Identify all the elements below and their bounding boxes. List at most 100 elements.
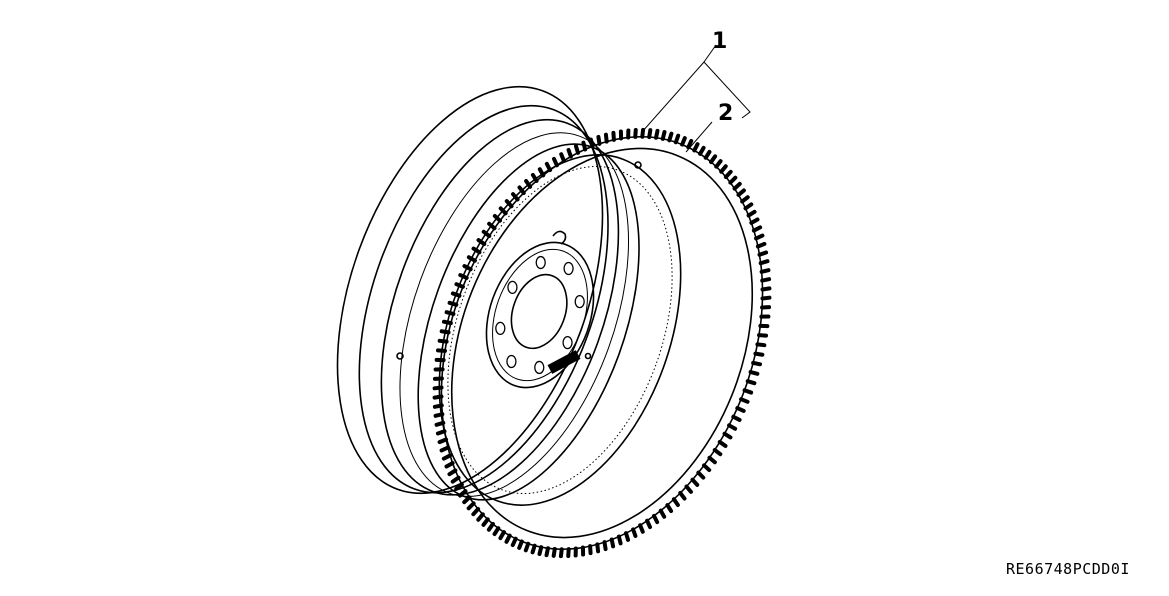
part-marking <box>547 350 581 374</box>
gear-tooth <box>454 282 465 289</box>
gear-tooth <box>504 199 514 209</box>
gear-tooth <box>524 179 533 189</box>
gear-tooth <box>510 536 518 548</box>
gear-tooth <box>651 513 660 525</box>
gear-tooth <box>492 213 502 223</box>
gear-tooth <box>581 140 588 152</box>
gear-tooth <box>498 206 508 216</box>
callout-2-leader <box>685 121 713 153</box>
gear-tooth <box>481 229 492 239</box>
gear-tooth <box>551 156 559 168</box>
gear-tooth <box>476 238 487 247</box>
gear-tooth <box>444 310 456 316</box>
gear-tooth <box>712 447 723 457</box>
gear-tooth <box>671 497 680 507</box>
gear-tooth <box>471 507 481 517</box>
marker-dot <box>584 352 592 360</box>
callout-1-leader <box>641 61 751 133</box>
gear-tooth <box>558 547 564 559</box>
gear-tooth <box>481 517 490 527</box>
gear-tooth <box>530 543 537 555</box>
flywheel-rim <box>336 85 640 501</box>
bolt-hole <box>506 354 517 369</box>
hub-notch <box>552 230 567 245</box>
gear-tooth <box>690 477 700 487</box>
gear-tooth <box>686 138 694 150</box>
gear-tooth <box>759 268 771 274</box>
bolt-hole <box>535 255 546 270</box>
gear-tooth <box>434 420 446 427</box>
gear-tooth <box>559 152 566 163</box>
gear-tooth <box>624 531 631 542</box>
gear-tooth <box>447 468 458 477</box>
figure-code: RE66748PCDD0I <box>1006 560 1130 578</box>
gear-tooth <box>450 291 462 298</box>
gear-tooth <box>537 545 544 556</box>
gear-tooth <box>439 445 450 453</box>
gear-tooth <box>702 463 712 473</box>
gear-tooth <box>717 439 728 448</box>
gear-tooth <box>735 406 746 413</box>
gear-tooth <box>707 455 717 465</box>
gear-tooth <box>660 130 667 141</box>
gear-tooth <box>616 534 623 546</box>
gear-tooth <box>692 142 700 153</box>
gear-tooth <box>437 338 449 344</box>
gear-tooth <box>609 537 616 549</box>
gear-tooth <box>454 482 464 491</box>
gear-tooth <box>740 195 750 204</box>
gear-tooth <box>680 136 687 147</box>
gear-tooth <box>487 221 497 231</box>
flywheel-face <box>438 154 682 506</box>
gear-tooth <box>739 397 750 404</box>
gear-tooth <box>433 412 445 418</box>
gear-tooth <box>731 414 742 422</box>
gear-tooth <box>511 192 520 202</box>
bolt-hole <box>562 335 573 350</box>
gear-tooth <box>755 342 767 348</box>
rim-dot <box>396 352 404 360</box>
gear-tooth <box>753 351 765 357</box>
gear-tooth <box>466 255 477 263</box>
gear-tooth <box>742 388 754 395</box>
gear-tooth <box>703 149 712 160</box>
gear-tooth <box>458 273 469 280</box>
gear-tooth <box>596 134 602 146</box>
callout-1-stem <box>703 44 717 63</box>
gear-tooth <box>732 181 742 191</box>
gear-tooth <box>684 484 693 494</box>
callout-leaders <box>641 44 751 153</box>
gear-tooth <box>471 246 482 255</box>
gear-tooth <box>444 461 455 469</box>
gear-tooth <box>530 172 539 183</box>
gear-tooth <box>462 495 472 505</box>
gear-tooth <box>441 319 453 326</box>
gear-tooth <box>647 128 653 140</box>
gear-tooth <box>696 470 706 480</box>
gear-tooth <box>751 225 763 233</box>
gear-tooth <box>603 132 609 144</box>
gear-tooth <box>757 250 769 257</box>
callout-1-number: 1 <box>712 29 727 54</box>
gear-tooth <box>754 233 765 241</box>
gear-tooth <box>755 241 767 249</box>
gear-tooth <box>476 512 485 522</box>
gear-tooth <box>537 167 546 178</box>
gear-tooth <box>432 385 444 391</box>
bolt-hole <box>507 280 518 295</box>
gear-tooth <box>504 533 512 544</box>
gear-tooth <box>678 491 687 501</box>
gear-tooth <box>523 541 531 553</box>
bolt-hole <box>495 321 506 336</box>
gear-tooth <box>760 295 772 301</box>
gear-tooth <box>462 264 473 272</box>
gear-tooth <box>432 394 444 400</box>
bolt-hole <box>534 360 545 375</box>
gear-tooth <box>638 523 645 534</box>
callout-2-number: 2 <box>718 101 733 126</box>
gear-tooth <box>466 501 476 511</box>
gear-tooth <box>588 137 595 149</box>
bolt-hole <box>563 261 574 276</box>
gear-tooth <box>439 329 451 335</box>
gear-tooth <box>723 169 733 179</box>
